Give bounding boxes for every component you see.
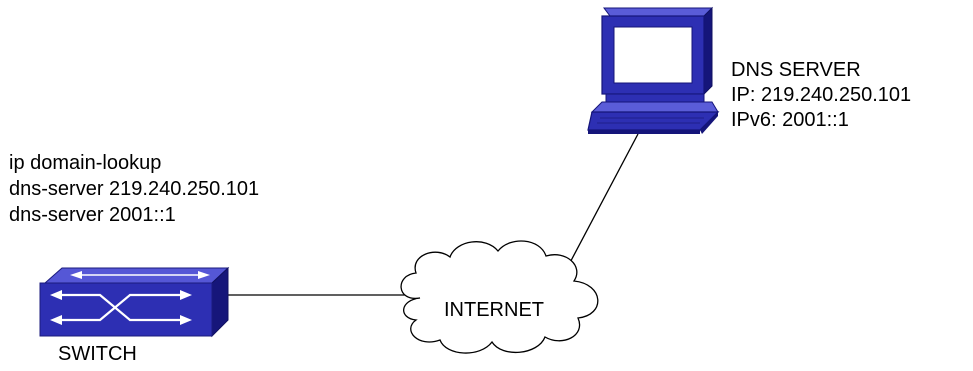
config-line-dns-server-ipv4: dns-server 219.240.250.101 — [9, 178, 260, 200]
cloud-icon — [400, 240, 599, 354]
laptop-computer-icon — [587, 6, 720, 134]
dns-server-title: DNS SERVER — [731, 59, 861, 81]
switch-label: SWITCH — [58, 343, 137, 365]
switch-config-commands: ip domain-lookup dns-server 219.240.250.… — [9, 150, 259, 228]
network-switch-icon — [39, 266, 230, 338]
internet-label: INTERNET — [444, 299, 544, 321]
dns-server-ipv6: IPv6: 2001::1 — [731, 109, 849, 131]
dns-server-info: DNS SERVER IP: 219.240.250.101 IPv6: 200… — [731, 58, 911, 133]
internet-server-link — [564, 133, 639, 273]
dns-server-ip: IP: 219.240.250.101 — [731, 84, 912, 106]
config-line-domain-lookup: ip domain-lookup — [9, 152, 162, 174]
config-line-dns-server-ipv6: dns-server 2001::1 — [9, 204, 176, 226]
